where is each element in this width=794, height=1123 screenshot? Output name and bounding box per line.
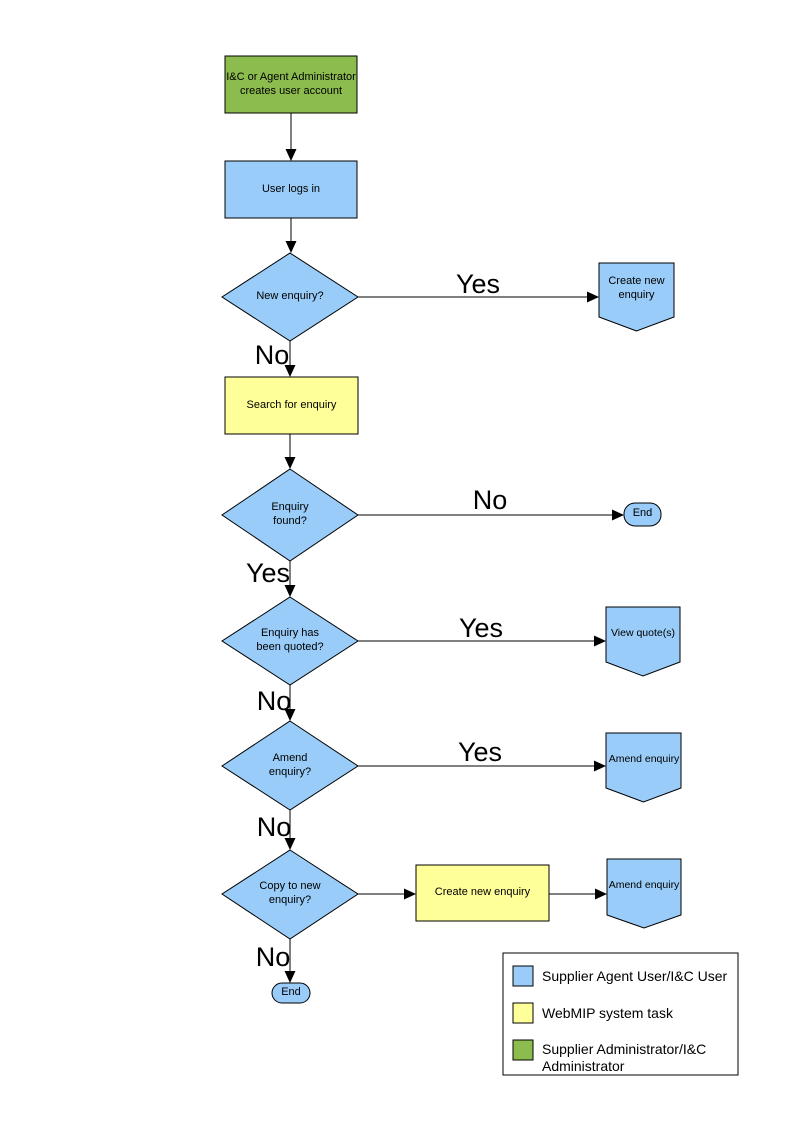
terminator-end-final-shape (271, 982, 311, 1004)
edge-label-enquiry-found-no: No (472, 484, 508, 515)
edge-label-quoted-no: No (256, 685, 292, 716)
legend-label-admin: Supplier Administrator/I&C Administrator (542, 1041, 707, 1074)
process-create-user-account-label: I&C or Agent Administrator creates user … (226, 70, 356, 97)
edge-label-new-enquiry-no: No (254, 339, 290, 370)
edges-group (284, 113, 624, 983)
decision-enquiry-found-shape (221, 468, 359, 562)
decision-enquiry-quoted-label: Enquiry has been quoted? (256, 627, 324, 653)
legend-label-user: Supplier Agent User/I&C User (542, 968, 728, 984)
offpage-amend-enquiry-after-copy-label: Amend enquiry (608, 879, 680, 892)
decision-new-enquiry-shape (221, 252, 359, 342)
process-search-for-enquiry-label: Search for enquiry (246, 398, 337, 411)
offpage-view-quotes-shape (605, 606, 681, 677)
terminator-end-after-search-label: End (632, 507, 653, 520)
edge-label-new-enquiry-yes: Yes (455, 268, 501, 299)
process-search-for-enquiry-shape (224, 376, 359, 435)
offpage-create-new-enquiry-label: Create new enquiry (608, 275, 665, 301)
edge-label-quoted-yes: Yes (458, 612, 504, 643)
offpage-view-quotes-label: View quote(s) (610, 627, 675, 640)
legend-swatch-user (512, 965, 534, 987)
offpage-create-new-enquiry-shape (598, 262, 675, 332)
decision-amend-enquiry-label: Amend enquiry? (268, 752, 312, 778)
process-create-new-enquiry-task-shape (415, 864, 550, 922)
offpage-amend-enquiry-after-copy-shape (606, 858, 682, 929)
decision-copy-to-new-enquiry-shape (221, 849, 359, 940)
legend-swatch-system (512, 1002, 534, 1024)
offpage-amend-enquiry-shape (605, 732, 682, 803)
decision-enquiry-quoted-shape (221, 596, 359, 686)
decision-copy-to-new-enquiry-label: Copy to new enquiry? (259, 880, 321, 906)
legend-box (502, 952, 739, 1076)
offpage-amend-enquiry-label: Amend enquiry (608, 753, 680, 766)
terminator-end-final-label: End (281, 986, 301, 999)
edge-label-enquiry-found-yes: Yes (245, 557, 291, 588)
legend-swatch-admin (512, 1039, 534, 1061)
process-create-user-account-shape (224, 55, 358, 114)
process-user-logs-in-shape (224, 160, 358, 219)
edge-label-copy-no: No (255, 941, 291, 972)
edge-label-amend-no: No (256, 811, 292, 842)
terminator-end-after-search-shape (623, 502, 662, 527)
process-create-new-enquiry-task-label: Create new enquiry (434, 886, 531, 899)
process-user-logs-in-label: User logs in (261, 182, 321, 195)
legend-label-system: WebMIP system task (542, 1005, 673, 1021)
edge-label-amend-yes: Yes (457, 736, 503, 767)
decision-enquiry-found-label: Enquiry found? (271, 501, 309, 527)
decision-amend-enquiry-shape (221, 720, 359, 811)
decision-new-enquiry-label: New enquiry? (256, 290, 324, 303)
